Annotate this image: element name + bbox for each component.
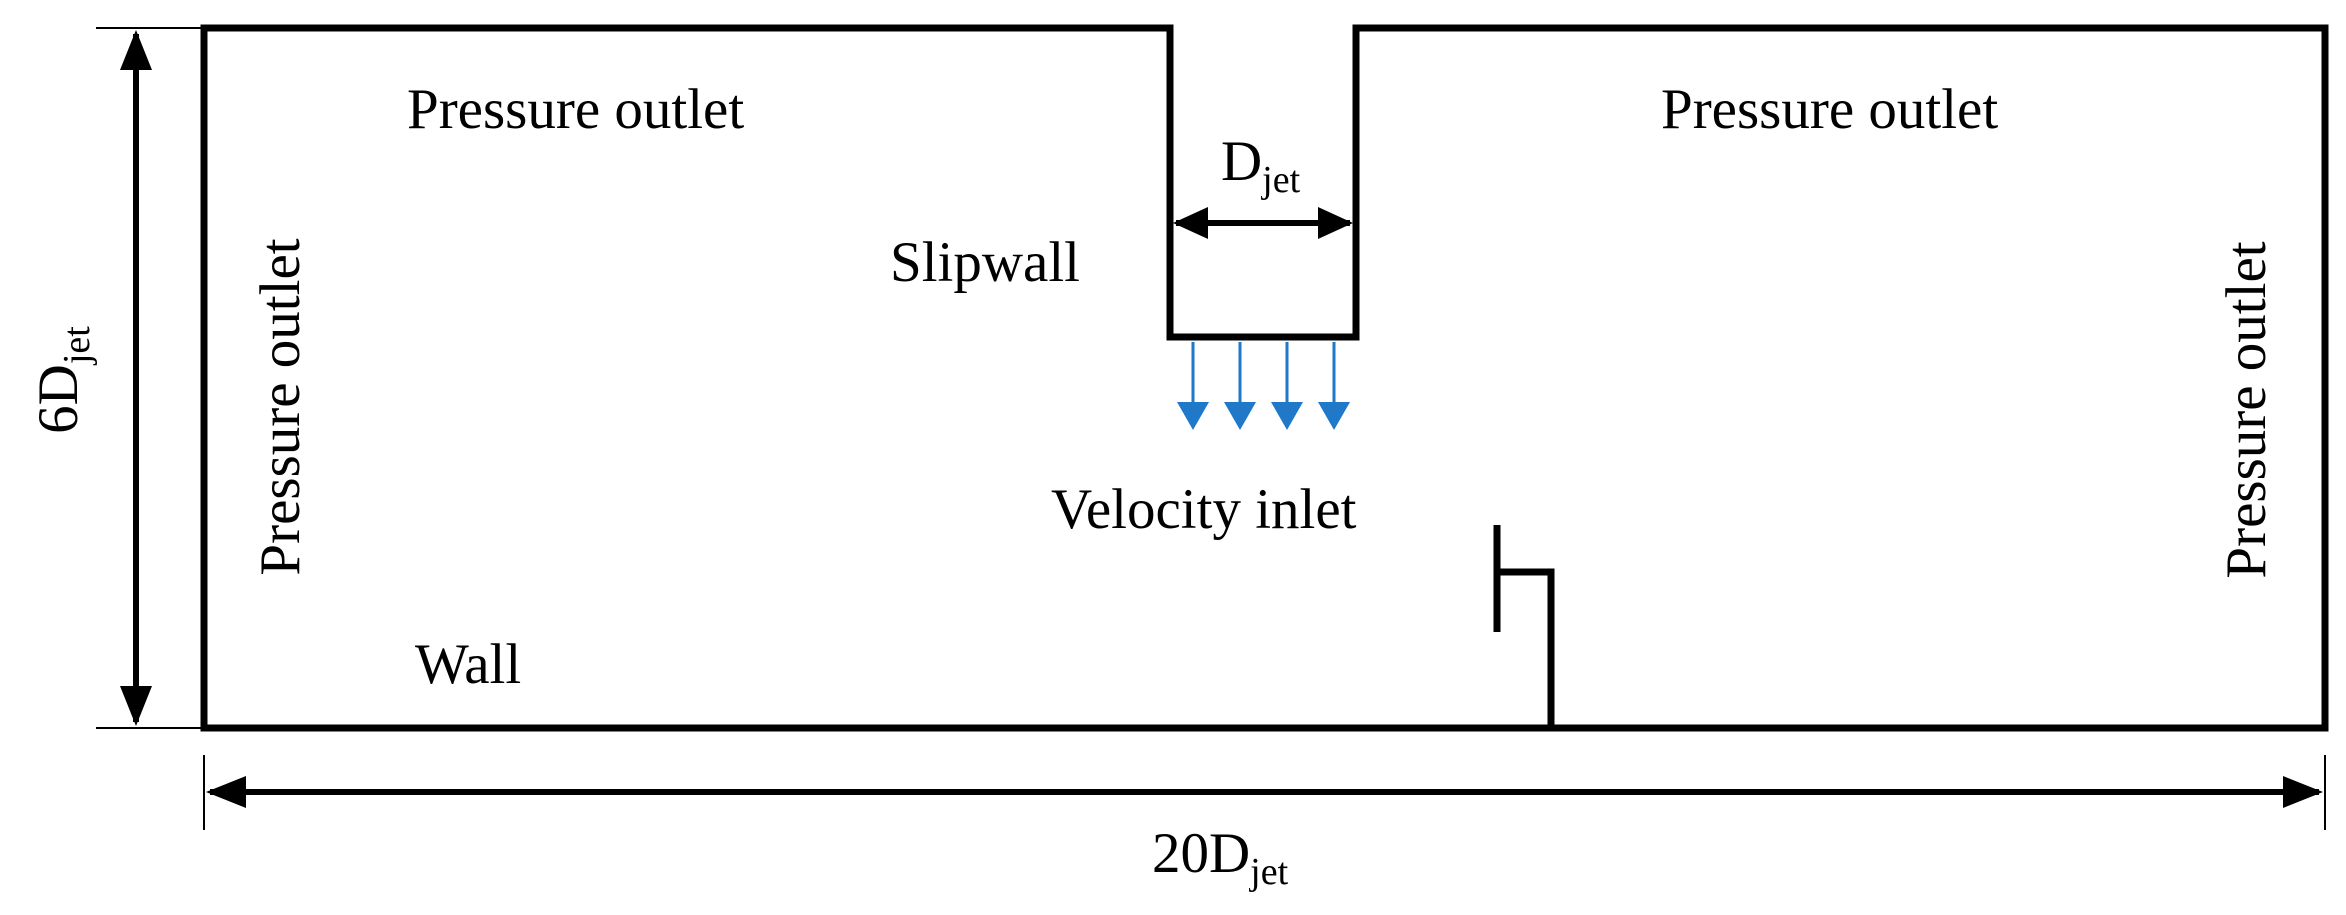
jet-arrowhead-right <box>1318 207 1353 239</box>
height-dimension <box>96 27 204 729</box>
height-main: 6D <box>27 364 90 434</box>
inlet-arrow-head <box>1177 402 1209 430</box>
jet-width-label: Djet <box>1221 130 1301 201</box>
jet-width-dimension <box>1173 207 1353 239</box>
width-main: 20D <box>1152 822 1250 885</box>
inlet-arrow-head <box>1271 402 1303 430</box>
height-label: 6Djet <box>27 326 98 434</box>
slipwall-label: Slipwall <box>890 231 1080 294</box>
jet-width-sub: jet <box>1260 159 1300 201</box>
width-sub: jet <box>1248 851 1288 893</box>
jet-arrowhead-left <box>1173 207 1208 239</box>
wall-label: Wall <box>415 633 521 696</box>
velocity-inlet-label: Velocity inlet <box>1051 478 1357 541</box>
height-sub: jet <box>56 326 98 366</box>
height-arrowhead-bottom <box>120 686 152 726</box>
pressure-outlet-top-left-label: Pressure outlet <box>407 78 744 141</box>
velocity-inlet-arrows <box>1177 342 1350 430</box>
height-arrowhead-top <box>120 30 152 70</box>
inlet-arrow-head <box>1224 402 1256 430</box>
domain-boundary <box>200 24 2329 732</box>
pressure-outlet-left-label: Pressure outlet <box>249 238 312 575</box>
pressure-outlet-top-right-label: Pressure outlet <box>1661 78 1998 141</box>
width-label: 20Djet <box>1152 822 1289 893</box>
width-arrowhead-right <box>2283 776 2323 808</box>
wall-obstacle <box>1493 525 1555 728</box>
width-dimension <box>203 755 2326 830</box>
jet-width-main: D <box>1221 130 1262 193</box>
width-arrowhead-left <box>206 776 246 808</box>
inlet-arrow-head <box>1318 402 1350 430</box>
pressure-outlet-right-label: Pressure outlet <box>2215 241 2278 578</box>
